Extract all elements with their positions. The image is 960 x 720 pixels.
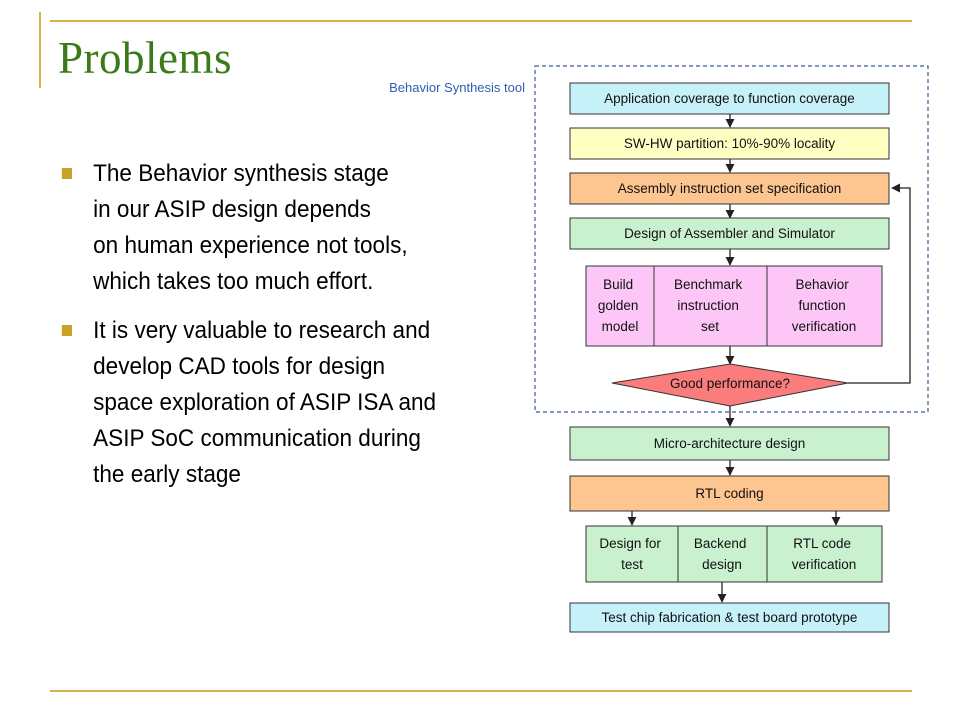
label-line: function [798, 298, 845, 313]
bullet-line: which takes too much effort. [93, 268, 374, 295]
decision-label: Good performance? [670, 376, 790, 391]
label-line: Design for [599, 536, 661, 551]
micro-arch-label: Micro-architecture design [654, 436, 806, 451]
app-coverage-box [569, 82, 890, 115]
bullet-line: on human experience not tools, [93, 232, 408, 259]
label-line: Benchmark [674, 277, 743, 292]
bullet-line: in our ASIP design depends [93, 196, 371, 223]
fabrication-label: Test chip fabrication & test board proto… [602, 610, 858, 625]
label-line: design [702, 557, 742, 572]
assembler-sim-box [569, 217, 890, 250]
label-line: Build [603, 277, 633, 292]
feedback-arrow [848, 183, 911, 384]
label-line: verification [792, 319, 857, 334]
sw-hw-partition-box [569, 127, 890, 160]
rtl-verif-label: RTL code verification [792, 536, 857, 572]
bullet-line: It is very valuable to research and [93, 317, 431, 344]
bullet-square-icon [61, 168, 72, 179]
label-line: Behavior [795, 277, 849, 292]
app-coverage-label: Application coverage to function coverag… [604, 91, 855, 106]
bullet-line: the early stage [93, 461, 241, 488]
label-line: model [602, 319, 639, 334]
label-line: RTL code [793, 536, 851, 551]
bullet-line: develop CAD tools for design [93, 353, 386, 380]
flow-arrows [627, 114, 911, 603]
label-line: instruction [677, 298, 739, 313]
micro-arch-box [569, 426, 890, 461]
verification-group-box [585, 265, 883, 347]
label-line: golden [598, 298, 639, 313]
rtl-coding-label: RTL coding [695, 486, 763, 501]
bullet-line: ASIP SoC communication during [93, 425, 421, 452]
behavior-synthesis-label: Behavior Synthesis tool [389, 80, 525, 95]
behavior-synthesis-region [534, 65, 929, 413]
label-line: test [621, 557, 643, 572]
sw-hw-partition-label: SW-HW partition: 10%-90% locality [624, 136, 836, 151]
build-golden-label: Build golden model [598, 277, 642, 334]
bullet-line: The Behavior synthesis stage [93, 160, 389, 187]
assembly-spec-label: Assembly instruction set specification [618, 181, 842, 196]
slide-title: Problems [58, 33, 233, 83]
dft-label: Design for test [599, 536, 664, 572]
fabrication-box [569, 602, 890, 633]
decision-diamond [611, 363, 849, 407]
label-line: verification [792, 557, 857, 572]
backend-label: Backend design [694, 536, 750, 572]
rtl-coding-box [569, 475, 890, 512]
backend-group-box [585, 525, 883, 583]
assembly-spec-box [569, 172, 890, 205]
benchmark-label: Benchmark instruction set [674, 277, 746, 334]
label-line: Backend [694, 536, 747, 551]
bullet-item: It is very valuable to research and deve… [60, 313, 479, 493]
assembler-sim-label: Design of Assembler and Simulator [624, 226, 835, 241]
bullet-square-icon [61, 325, 72, 336]
bullet-item: The Behavior synthesis stage in our ASIP… [60, 156, 479, 300]
label-line: set [701, 319, 719, 334]
behavior-verif-label: Behavior function verification [792, 277, 857, 334]
bullet-line: space exploration of ASIP ISA and [93, 389, 437, 416]
bullet-list: The Behavior synthesis stage in our ASIP… [60, 156, 515, 506]
